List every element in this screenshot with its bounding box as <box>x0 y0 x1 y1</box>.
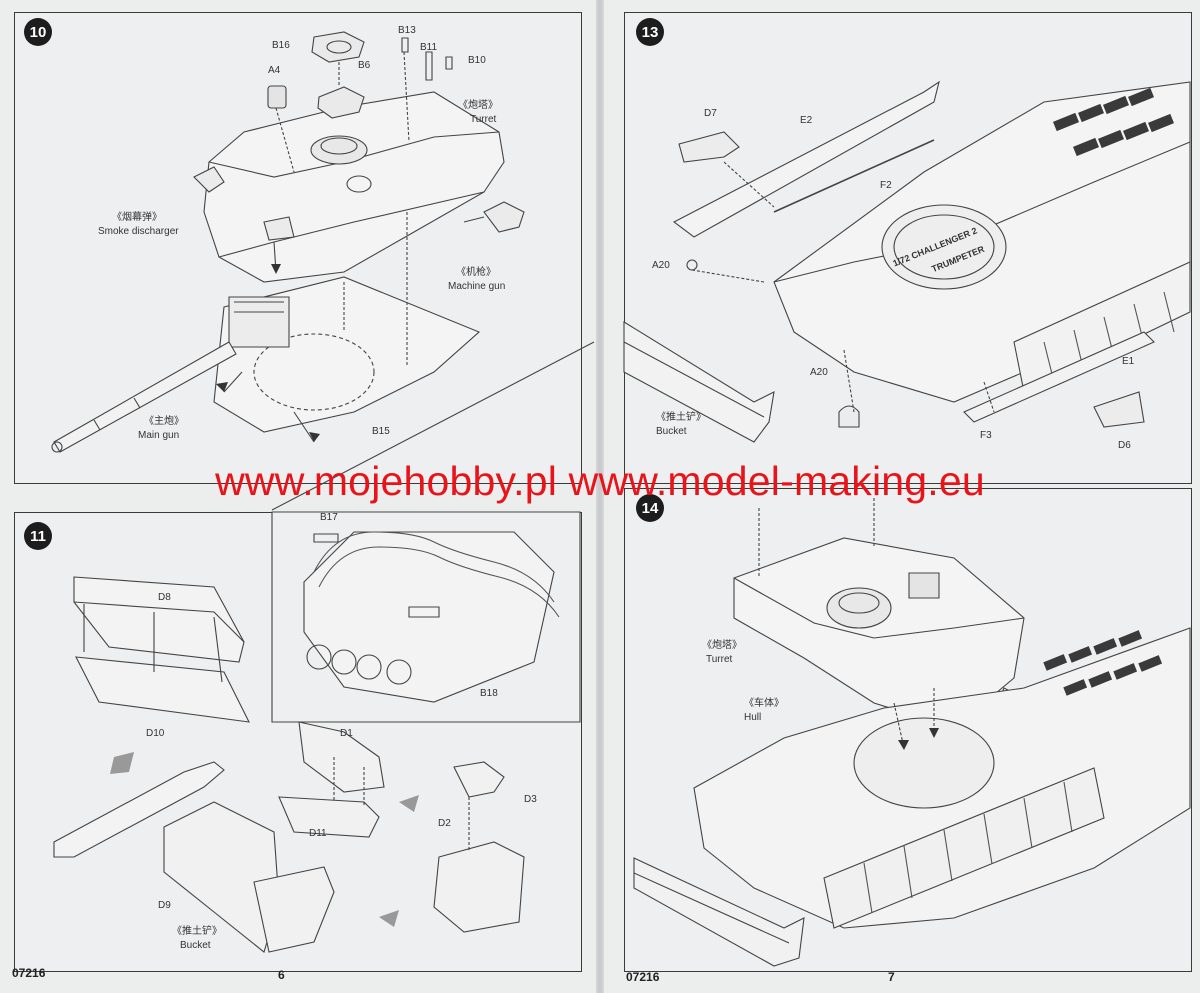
part-label-d9: D9 <box>158 900 171 911</box>
bucket-label-en-step11: Bucket <box>180 940 211 951</box>
part-label-e1: E1 <box>1122 356 1135 367</box>
left-page-number: 6 <box>278 968 285 982</box>
part-label-d10: D10 <box>146 728 165 739</box>
smoke-label-en: Smoke discharger <box>98 226 179 237</box>
bucket-label-cn-step13: 《推土铲》 <box>656 412 706 423</box>
left-page-code: 07216 <box>12 966 46 980</box>
part-label-b15: B15 <box>372 426 390 437</box>
part-label-b6: B6 <box>358 60 371 71</box>
part-label-a4: A4 <box>268 65 281 76</box>
part-label-f3: F3 <box>980 430 992 441</box>
turret-label-cn: 《炮塔》 <box>458 100 498 111</box>
step-14-badge: 14 <box>636 494 664 522</box>
step-13-badge: 13 <box>636 18 664 46</box>
main-gun-label-en: Main gun <box>138 430 180 441</box>
part-label-b17: B17 <box>320 512 338 523</box>
right-page-number: 7 <box>888 970 895 984</box>
step-13-hull-drawing <box>624 12 1190 482</box>
mg-label-en: Machine gun <box>448 281 506 292</box>
step-11-badge: 11 <box>24 522 52 550</box>
step-10-turret-drawing <box>14 12 594 482</box>
part-label-b10: B10 <box>468 55 486 66</box>
part-label-d1: D1 <box>340 728 353 739</box>
turret-label-en: Turret <box>470 114 497 125</box>
bucket-label-cn-step11: 《推土铲》 <box>172 926 222 937</box>
part-label-b18: B18 <box>480 688 498 699</box>
part-label-d3: D3 <box>524 794 537 805</box>
part-label-a20-1: A20 <box>652 260 670 271</box>
part-label-f2: F2 <box>880 180 892 191</box>
right-page-code: 07216 <box>626 970 660 984</box>
watermark-text: www.mojehobby.pl www.model-making.eu <box>215 458 985 504</box>
smoke-label-cn: 《烟幕弹》 <box>112 212 162 223</box>
part-label-b11: B11 <box>420 42 438 53</box>
mg-label-cn: 《机枪》 <box>456 267 496 278</box>
main-gun-label-cn: 《主炮》 <box>144 416 184 427</box>
turret-label-en-step14: Turret <box>706 654 733 665</box>
step-11-drawing <box>14 512 580 970</box>
part-label-d11: D11 <box>309 828 327 839</box>
hull-label-en-step14: Hull <box>744 712 762 723</box>
step-14-assembly-drawing <box>624 488 1190 970</box>
part-label-a20-2: A20 <box>810 367 828 378</box>
part-label-e2: E2 <box>800 115 813 126</box>
bucket-label-en-step13: Bucket <box>656 426 687 437</box>
part-label-d6: D6 <box>1118 440 1131 451</box>
part-label-d2: D2 <box>438 818 451 829</box>
step-10-badge: 10 <box>24 18 52 46</box>
page-gutter <box>596 0 604 993</box>
part-label-d7: D7 <box>704 108 717 119</box>
part-label-b16: B16 <box>272 40 290 51</box>
part-label-d8: D8 <box>158 592 171 603</box>
hull-label-cn-step14: 《车体》 <box>744 698 784 709</box>
part-label-b13: B13 <box>398 25 416 36</box>
turret-label-cn-step14: 《炮塔》 <box>702 640 742 651</box>
